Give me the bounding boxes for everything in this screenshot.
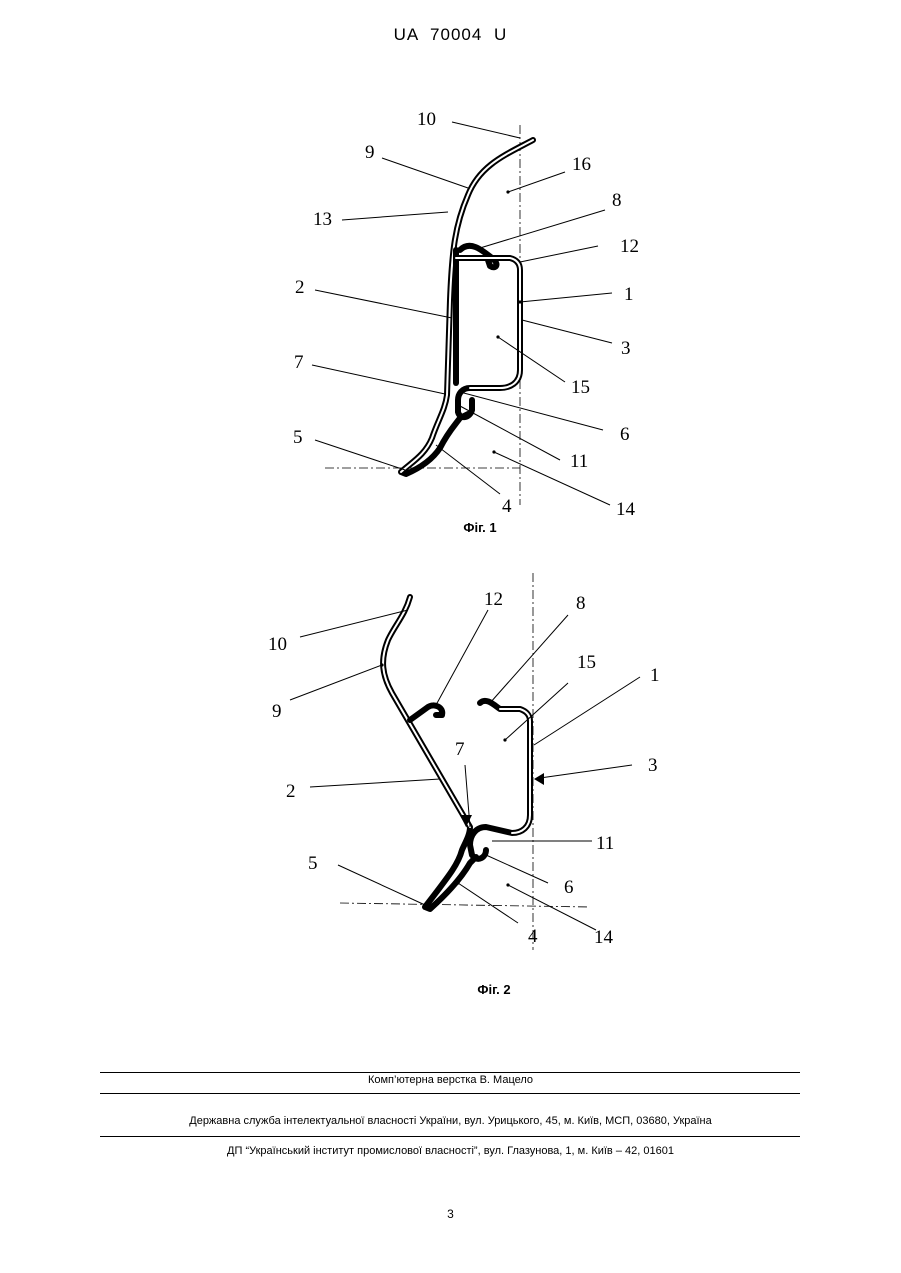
fig2-label-9: 9 (272, 701, 282, 722)
footer-rule-bottom (100, 1136, 800, 1137)
fig2-label-8: 8 (576, 593, 586, 614)
figure-1-drawing: 10 9 16 13 8 12 1 2 3 7 15 6 5 11 4 14 (0, 100, 901, 520)
fig2-label-14: 14 (594, 927, 614, 948)
fig2-point-markers (380, 663, 509, 886)
fig1-label-16: 16 (572, 154, 591, 175)
fig1-label-15: 15 (571, 377, 590, 398)
fig1-label-4: 4 (502, 496, 512, 517)
fig2-label-1: 1 (650, 665, 660, 686)
fig2-arrowhead-3 (534, 773, 544, 785)
fig1-label-5: 5 (293, 427, 303, 448)
agency-address: Державна служба інтелектуальної власност… (0, 1115, 901, 1127)
fig1-label-10: 10 (417, 109, 436, 130)
figure-2-drawing: 12 8 10 15 1 9 7 3 2 11 5 6 4 14 (0, 565, 901, 975)
fig1-label-6: 6 (620, 424, 630, 445)
fig2-label-4: 4 (528, 926, 538, 947)
fig2-label-6: 6 (564, 877, 574, 898)
fig1-label-3: 3 (621, 338, 631, 359)
layout-credit: Комп’ютерна верстка В. Мацело (0, 1074, 901, 1086)
document-id-header: UA 70004 U (0, 25, 901, 45)
fig1-label-14: 14 (616, 499, 636, 520)
fig2-label-10: 10 (268, 634, 287, 655)
fig2-label-11: 11 (596, 833, 614, 854)
fig1-label-7: 7 (294, 352, 304, 373)
figure-2-caption: Фіг. 2 (434, 982, 554, 997)
fig2-label-15: 15 (577, 652, 596, 673)
fig1-leader-lines (312, 122, 612, 505)
publisher-address: ДП “Український інститут промислової вла… (0, 1145, 901, 1157)
fig2-label-12: 12 (484, 589, 503, 610)
fig2-label-3: 3 (648, 755, 658, 776)
fig1-label-2: 2 (295, 277, 305, 298)
fig1-label-11: 11 (570, 451, 588, 472)
fig2-label-7: 7 (455, 739, 465, 760)
page-number: 3 (0, 1207, 901, 1221)
fig1-label-1: 1 (624, 284, 634, 305)
fig2-label-2: 2 (286, 781, 296, 802)
figure-1-caption: Фіг. 1 (420, 520, 540, 535)
fig2-horizontal-axis (340, 903, 590, 907)
fig2-label-5: 5 (308, 853, 318, 874)
fig1-label-12: 12 (620, 236, 639, 257)
fig1-label-13: 13 (313, 209, 332, 230)
fig1-label-9: 9 (365, 142, 375, 163)
fig1-label-8: 8 (612, 190, 622, 211)
footer-rule-middle (100, 1093, 800, 1094)
footer-rule-top (100, 1072, 800, 1073)
